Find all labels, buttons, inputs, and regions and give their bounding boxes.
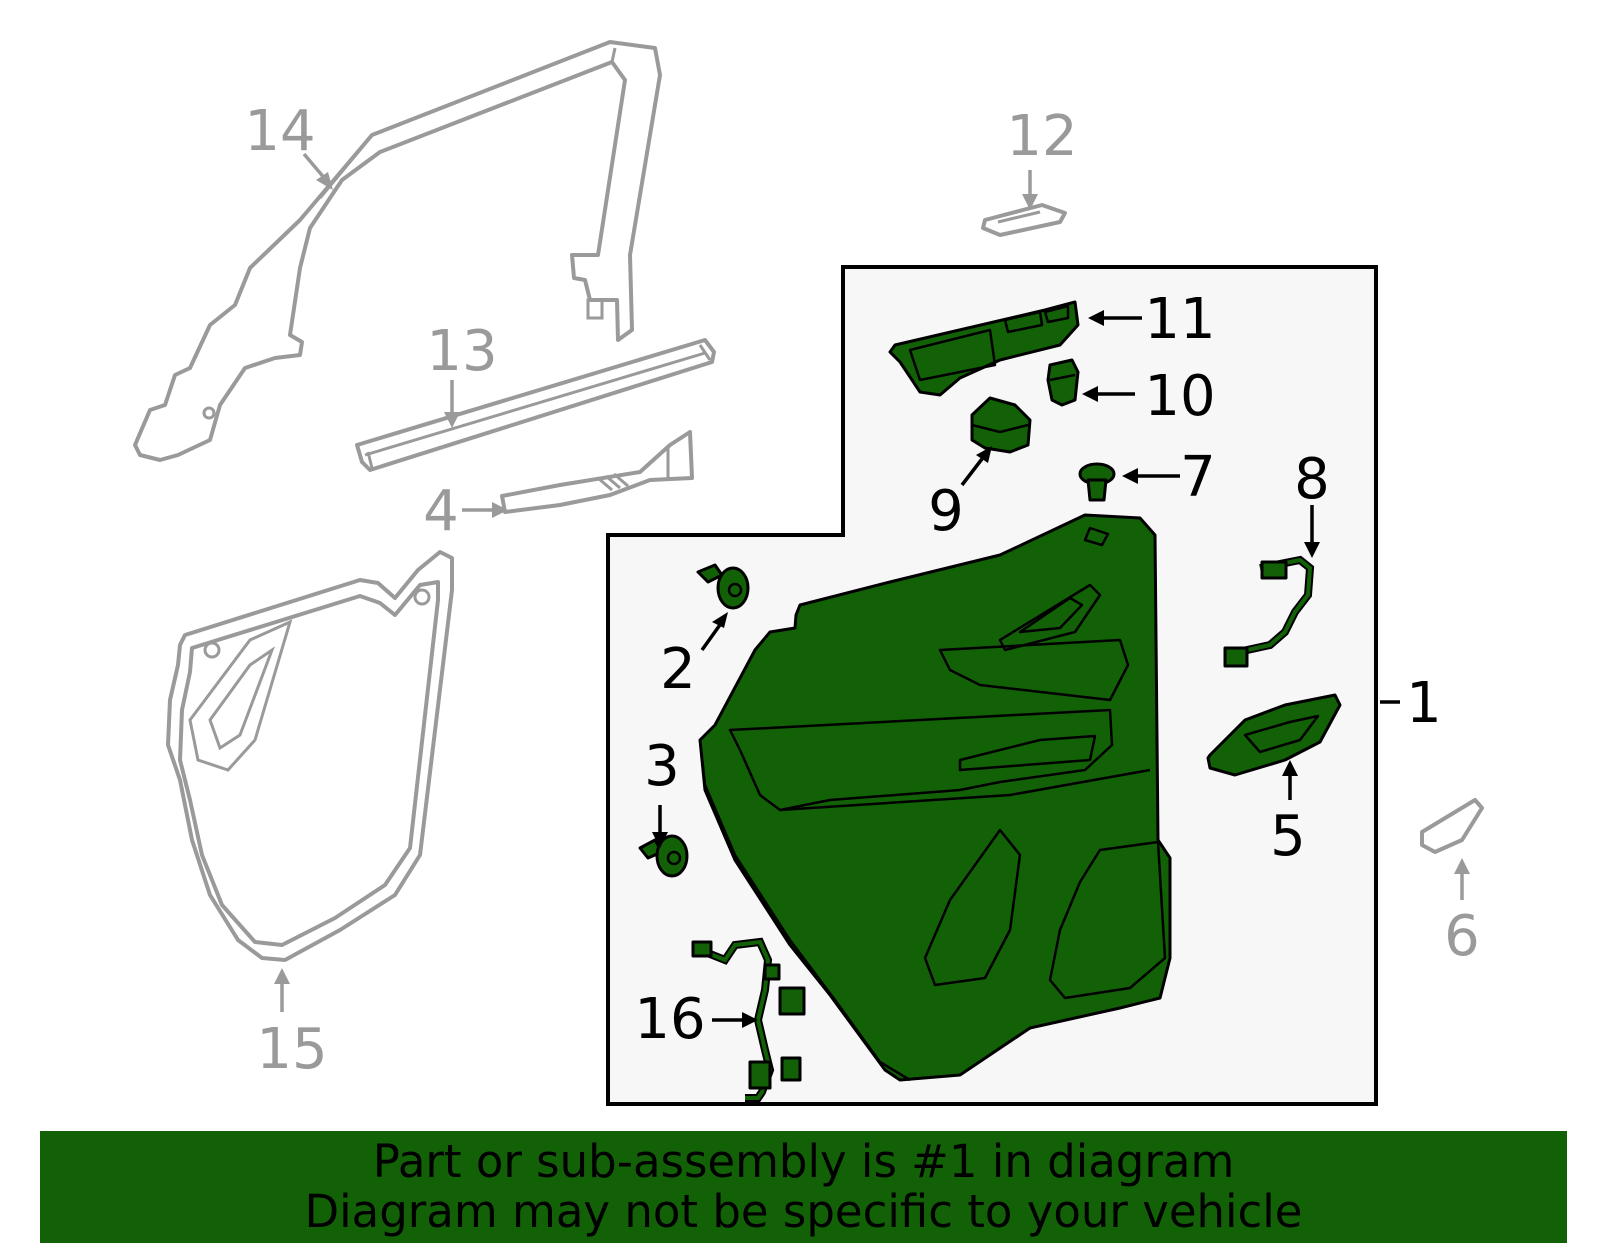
water-deflector-part-15 [166,550,454,962]
push-pin-part-7 [1078,462,1116,502]
callout-9: 9 [928,479,964,544]
clip-part-12 [981,203,1067,237]
callout-1: 1 [1406,671,1442,736]
glass-channel-part-13 [355,338,716,472]
banner-line-2: Diagram may not be specific to your vehi… [304,1185,1303,1238]
callout-8: 8 [1294,447,1330,512]
wire-harness-part-16 [691,937,806,1102]
callout-14: 14 [244,99,315,164]
inside-handle-part-5 [1206,693,1342,777]
retainer-part-2 [696,563,750,610]
trim-cover-part-6 [1420,798,1484,854]
retainer-part-3 [638,834,689,878]
callout-2: 2 [660,637,696,702]
callout-16: 16 [634,987,705,1052]
callout-10: 10 [1144,364,1215,429]
bracket-part-4 [500,430,694,514]
callout-12: 12 [1006,104,1077,169]
info-banner: Part or sub-assembly is #1 in diagram Di… [40,1131,1567,1243]
switch-part-9 [970,396,1032,454]
door-frame-part-14 [133,40,662,462]
callout-13: 13 [426,319,497,384]
callout-6: 6 [1444,904,1480,969]
callout-7: 7 [1180,445,1216,510]
callout-3: 3 [644,734,680,799]
cable-part-8 [1223,555,1315,668]
callout-5: 5 [1270,804,1306,869]
banner-line-1: Part or sub-assembly is #1 in diagram [372,1135,1235,1188]
callout-4: 4 [423,479,459,544]
door-trim-panel-part-1 [698,513,1172,1082]
callout-15: 15 [256,1017,327,1082]
leaders-dark [652,310,1400,1028]
leaders-grey [274,152,1470,1012]
callout-11: 11 [1144,287,1215,352]
switch-bezel-part-11 [888,300,1080,397]
switch-part-10 [1046,358,1080,407]
